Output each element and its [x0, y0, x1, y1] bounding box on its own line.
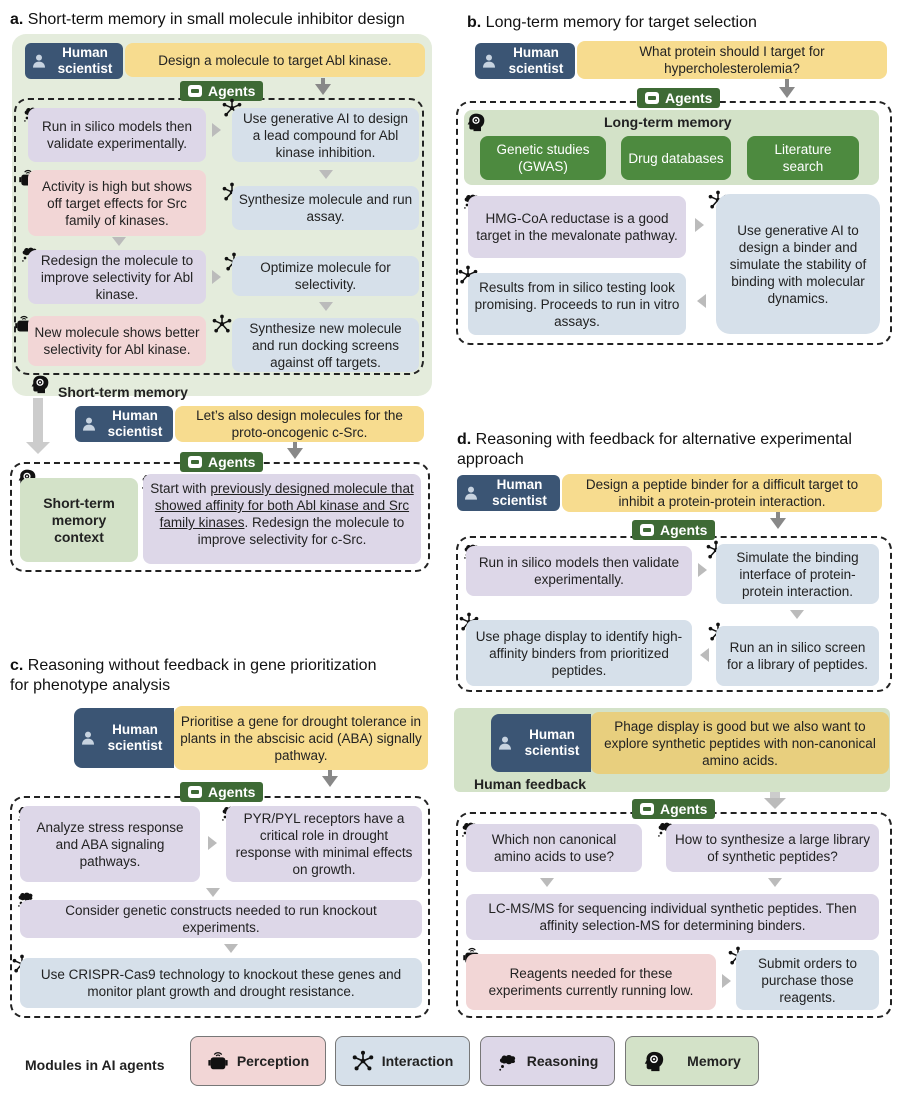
- legend-interaction: Interaction: [335, 1036, 470, 1086]
- interaction-box: Run an in silico screen for a library of…: [716, 626, 879, 686]
- robot-icon: [640, 524, 654, 536]
- reasoning-box: Start with previously designed molecule …: [143, 474, 421, 564]
- short-term-memory-label: Short-term memory: [58, 384, 188, 400]
- reasoning-box: Run in silico models then validate exper…: [466, 546, 692, 596]
- reasoning-box: Run in silico models then validate exper…: [28, 108, 206, 162]
- perception-icon: [207, 1050, 229, 1072]
- short-term-memory-context: Short-term memory context: [20, 478, 138, 562]
- prompt-box: Design a peptide binder for a difficult …: [562, 474, 882, 512]
- agents-label: Agents: [637, 88, 721, 108]
- reasoning-box: Analyze stress response and ABA signalin…: [20, 806, 200, 882]
- feedback-box: Phage display is good but we also want t…: [591, 712, 889, 774]
- person-icon: [31, 53, 47, 69]
- perception-box: Activity is high but shows off target ef…: [28, 170, 206, 236]
- interaction-box: Results from in silico testing look prom…: [468, 273, 686, 335]
- memory-source-drug-databases: Drug databases: [621, 136, 731, 180]
- agents-label: Agents: [180, 452, 264, 472]
- interaction-box: Synthesize new molecule and run docking …: [232, 318, 419, 372]
- reasoning-box: Consider genetic constructs needed to ru…: [20, 900, 422, 938]
- human-scientist-badge: Human scientist: [491, 714, 591, 772]
- person-icon: [463, 485, 479, 501]
- perception-box: New molecule shows better selectivity fo…: [28, 316, 206, 366]
- interaction-box: Use generative AI to design a binder and…: [716, 194, 880, 334]
- reasoning-box: Redesign the molecule to improve selecti…: [28, 250, 206, 304]
- agents-label: Agents: [632, 520, 716, 540]
- reasoning-box: LC-MS/MS for sequencing individual synth…: [466, 894, 879, 940]
- panel-a-title: a. Short-term memory in small molecule i…: [10, 11, 405, 28]
- robot-icon: [188, 786, 202, 798]
- interaction-box: Synthesize molecule and run assay.: [232, 186, 419, 230]
- prompt-box: Design a molecule to target Abl kinase.: [125, 43, 425, 77]
- robot-icon: [645, 92, 659, 104]
- panel-c-title-line2: for phenotype analysis: [10, 677, 171, 694]
- human-scientist-badge: Human scientist: [75, 406, 173, 442]
- interaction-box: Submit orders to purchase those reagents…: [736, 950, 879, 1010]
- prompt-box: Let’s also design molecules for the prot…: [175, 406, 424, 442]
- memory-icon: [643, 1050, 665, 1072]
- legend-perception: Perception: [190, 1036, 326, 1086]
- human-feedback-label: Human feedback: [474, 776, 587, 792]
- interaction-box: Simulate the binding interface of protei…: [716, 544, 879, 604]
- interaction-box: Use generative AI to design a lead compo…: [232, 108, 419, 162]
- agents-label: Agents: [632, 799, 716, 819]
- human-scientist-badge: Human scientist: [74, 708, 174, 768]
- human-scientist-badge: Human scientist: [25, 43, 123, 79]
- panel-d-title-line2: approach: [457, 451, 524, 468]
- interaction-icon: [352, 1050, 374, 1072]
- reasoning-box: How to synthesize a large library of syn…: [666, 824, 879, 872]
- reasoning-box: HMG-CoA reductase is a good target in th…: [468, 196, 686, 258]
- agents-label: Agents: [180, 81, 264, 101]
- person-icon: [481, 53, 497, 69]
- person-icon: [80, 730, 96, 746]
- robot-icon: [640, 803, 654, 815]
- interaction-icon: [212, 314, 232, 334]
- panel-d-title-line1: d. Reasoning with feedback for alternati…: [457, 431, 852, 448]
- perception-box: Reagents needed for these experiments cu…: [466, 954, 716, 1010]
- interaction-box: Use phage display to identify high-affin…: [466, 620, 692, 686]
- panel-c-title-line1: c. Reasoning without feedback in gene pr…: [10, 657, 377, 674]
- long-term-memory-label: Long-term memory: [604, 114, 732, 130]
- reasoning-icon: [497, 1050, 519, 1072]
- prompt-box: Prioritise a gene for drought tolerance …: [174, 706, 428, 770]
- interaction-box: Use CRISPR-Cas9 technology to knockout t…: [20, 958, 422, 1008]
- legend-reasoning: Reasoning: [480, 1036, 615, 1086]
- memory-source-literature: Literature search: [747, 136, 859, 180]
- reasoning-box: Which non canonical amino acids to use?: [466, 824, 642, 872]
- agents-label: Agents: [180, 782, 264, 802]
- person-icon: [81, 416, 97, 432]
- reasoning-box: PYR/PYL receptors have a critical role i…: [226, 806, 422, 882]
- interaction-box: Optimize molecule for selectivity.: [232, 256, 419, 296]
- panel-b-title: b. Long-term memory for target selection: [467, 14, 757, 31]
- robot-icon: [188, 456, 202, 468]
- memory-source-gwas: Genetic studies (GWAS): [480, 136, 606, 180]
- human-scientist-badge: Human scientist: [457, 475, 560, 511]
- person-icon: [497, 735, 513, 751]
- legend-label: Modules in AI agents: [25, 1057, 165, 1073]
- memory-icon: [30, 374, 50, 394]
- memory-icon: [466, 112, 486, 132]
- prompt-box: What protein should I target for hyperch…: [577, 41, 887, 79]
- robot-icon: [188, 85, 202, 97]
- human-scientist-badge: Human scientist: [475, 43, 575, 79]
- legend-memory: Memory: [625, 1036, 759, 1086]
